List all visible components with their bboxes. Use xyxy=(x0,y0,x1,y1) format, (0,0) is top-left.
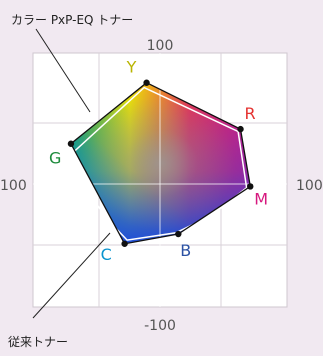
point-m xyxy=(247,183,254,190)
axis-label-top: 100 xyxy=(147,38,174,54)
point-label-g: G xyxy=(49,149,61,168)
callout-leader-new xyxy=(35,28,91,113)
point-g xyxy=(67,140,75,147)
point-label-m: M xyxy=(254,189,268,208)
conventional-toner-outline xyxy=(73,86,248,241)
point-y xyxy=(143,79,150,86)
gamut-fill xyxy=(70,82,251,244)
point-label-y: Y xyxy=(126,58,137,77)
point-b xyxy=(175,230,182,238)
data-points: Y R M B C G xyxy=(49,58,268,264)
callout-conventional-toner: 従来トナー xyxy=(8,335,68,349)
callout-leader-conventional xyxy=(32,232,111,319)
gamut-center-shade xyxy=(85,96,236,231)
callout-new-toner: カラー PxP-EQ トナー xyxy=(11,13,133,27)
point-c xyxy=(121,240,128,247)
axis-label-left: 100 xyxy=(0,178,27,194)
axis-label-right: 100 xyxy=(296,178,323,194)
point-label-b: B xyxy=(180,241,191,260)
point-label-r: R xyxy=(245,104,256,123)
axis-label-bottom: -100 xyxy=(144,318,176,334)
point-r xyxy=(237,125,244,133)
point-label-c: C xyxy=(101,245,112,264)
